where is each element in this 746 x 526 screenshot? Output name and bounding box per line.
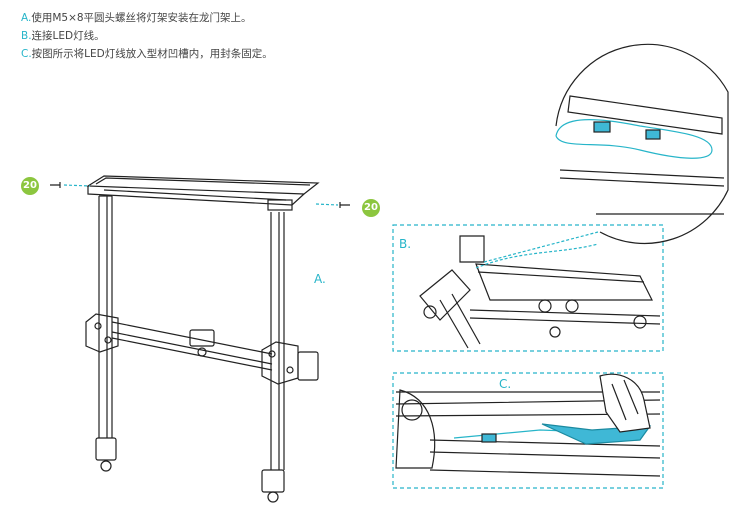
instruction-step-b: B.连接LED灯线。 xyxy=(21,27,273,45)
led-wire xyxy=(555,119,713,159)
step-text: 使用M5×8平圆头螺丝将灯架安装在龙门架上。 xyxy=(31,12,252,24)
panel-b-frame xyxy=(392,224,664,352)
instruction-step-a: A.使用M5×8平圆头螺丝将灯架安装在龙门架上。 xyxy=(21,9,273,27)
right-upright xyxy=(270,212,285,470)
screw-count-badge-right: 20 xyxy=(362,199,380,217)
screw-left-icon xyxy=(50,182,61,188)
led-connector-female xyxy=(645,129,661,140)
screws xyxy=(50,182,350,208)
step-letter: A. xyxy=(21,12,32,24)
label-a: A. xyxy=(314,272,326,286)
panel-c-frame xyxy=(392,372,664,489)
zoom-callout xyxy=(555,43,729,245)
led-connector-male xyxy=(593,121,611,133)
step-text: 连接LED灯线。 xyxy=(31,30,105,42)
instruction-step-c: C.按图所示将LED灯线放入型材凹槽内，用封条固定。 xyxy=(21,45,273,63)
step-letter: C. xyxy=(21,48,32,60)
hand-icon xyxy=(599,373,651,433)
cross-beam xyxy=(111,321,273,371)
step-letter: B. xyxy=(21,30,32,42)
left-bracket xyxy=(85,313,119,353)
label-c: C. xyxy=(499,377,512,391)
instruction-list: A.使用M5×8平圆头螺丝将灯架安装在龙门架上。 B.连接LED灯线。 C.按图… xyxy=(21,9,273,63)
step-text: 按图所示将LED灯线放入型材凹槽内，用封条固定。 xyxy=(31,48,273,60)
panel-c-illustration xyxy=(395,373,661,477)
right-foot xyxy=(261,469,285,493)
light-bar xyxy=(86,175,320,195)
left-foot xyxy=(95,437,117,461)
label-b: B. xyxy=(399,237,412,251)
gantry-frame xyxy=(85,175,320,503)
screw-count-badge-left: 20 xyxy=(21,177,39,195)
right-motor xyxy=(297,351,319,381)
screw-right-icon xyxy=(339,202,350,208)
panel-b-illustration xyxy=(419,231,661,349)
